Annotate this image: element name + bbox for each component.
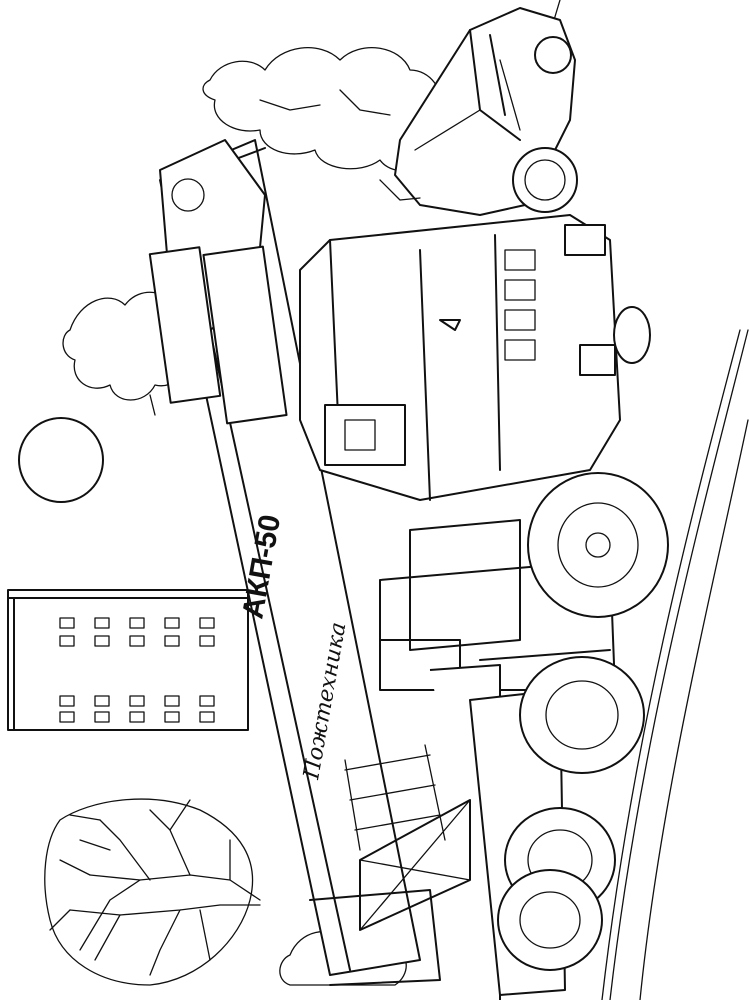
front-wheel-far bbox=[613, 306, 651, 364]
front-wheel bbox=[527, 472, 669, 618]
apartment-building bbox=[7, 589, 249, 731]
sun bbox=[18, 417, 104, 503]
middle-wheel bbox=[519, 656, 645, 774]
bare-tree bbox=[44, 798, 261, 986]
car bbox=[379, 7, 578, 216]
cab-window bbox=[324, 404, 406, 466]
road bbox=[547, 0, 749, 1000]
ladder bbox=[344, 744, 446, 851]
truck: АКП-50 Пожтехника bbox=[148, 139, 669, 1000]
rear-wheel-2 bbox=[497, 869, 603, 971]
